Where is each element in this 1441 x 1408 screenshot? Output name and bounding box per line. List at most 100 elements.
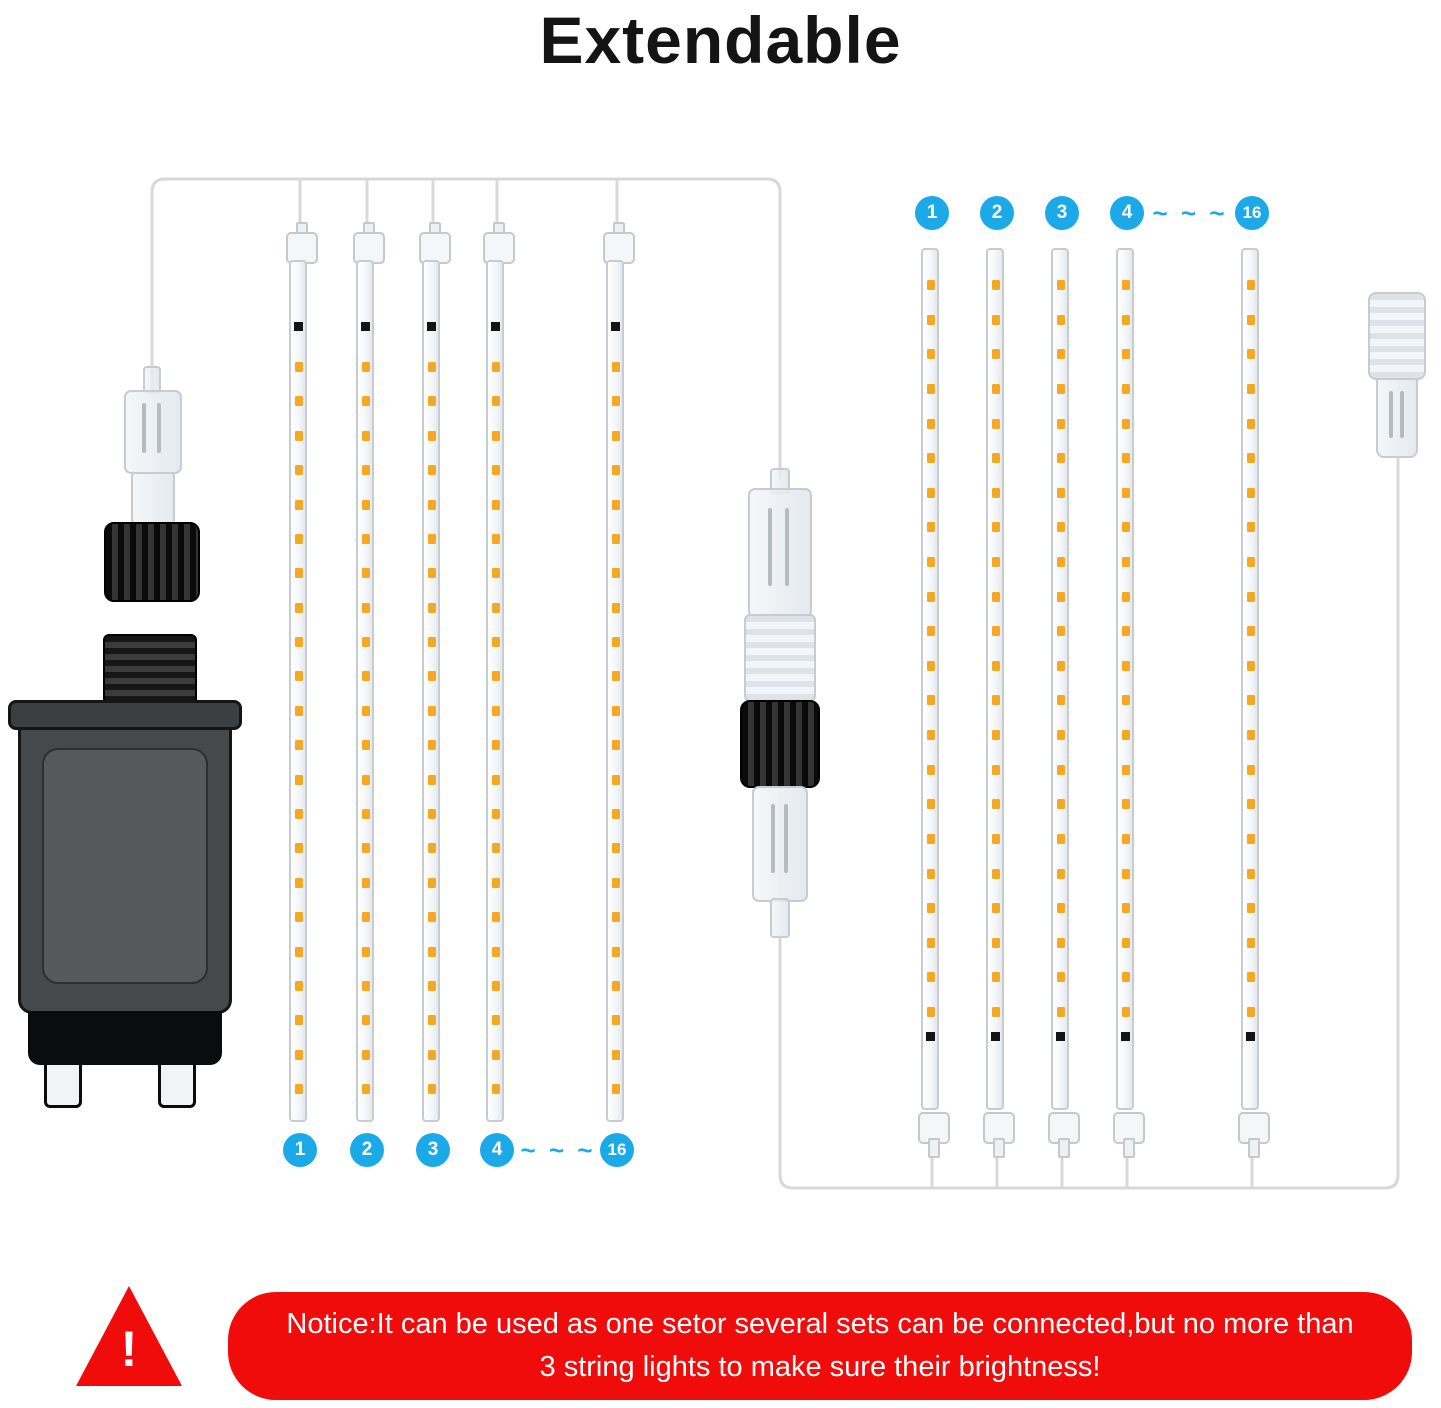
led-dot [1122, 383, 1130, 394]
warning-exclamation: ! [120, 1321, 138, 1377]
led-dot [927, 453, 935, 464]
led-dot [1122, 1007, 1130, 1017]
tube-body [486, 260, 504, 1122]
led-dot [1057, 972, 1065, 983]
led-dot [1247, 453, 1255, 464]
led-dot [612, 1084, 620, 1094]
led-dot [428, 877, 436, 888]
led-dot [428, 705, 436, 716]
led-dot [1122, 626, 1130, 637]
led-dot [428, 740, 436, 751]
led-dot [1122, 349, 1130, 360]
led-dot [1057, 487, 1065, 498]
tube-body [356, 260, 374, 1122]
led-dot [428, 499, 436, 510]
led-dot [295, 774, 303, 785]
tube-body [1116, 248, 1134, 1110]
led-dot [295, 533, 303, 544]
led-dot [927, 903, 935, 914]
right-label-tilde: ~ ~ ~ [1152, 198, 1228, 228]
led-dot [1247, 1007, 1255, 1017]
led-dot [1247, 557, 1255, 567]
tube-body [289, 260, 307, 1122]
led-dot [1122, 453, 1130, 464]
led-dot [295, 980, 303, 991]
led-dot [1247, 280, 1255, 290]
led-dot [1057, 660, 1065, 671]
led-dot [1247, 868, 1255, 879]
led-dot [1057, 868, 1065, 879]
led-dot [1122, 591, 1130, 602]
led-dot [992, 764, 1000, 775]
plug-base [28, 1011, 222, 1065]
led-dot [428, 774, 436, 785]
tube-body [422, 260, 440, 1122]
led-dot [992, 868, 1000, 879]
led-dot [612, 1015, 620, 1026]
coupler-neck-bottom [770, 898, 790, 938]
led-dot [428, 980, 436, 991]
led-dot [428, 946, 436, 957]
led-dot [1247, 418, 1255, 429]
led-dot [1122, 660, 1130, 671]
led-dot [1247, 314, 1255, 325]
led-dot [492, 671, 500, 682]
tube-body [921, 248, 939, 1110]
led-dot [927, 937, 935, 948]
right-label-4: 4 [1110, 196, 1144, 230]
led-dot [992, 972, 1000, 983]
page-title: Extendable [539, 3, 902, 77]
led-dot [492, 533, 500, 544]
led-dot [927, 383, 935, 394]
led-dot [428, 912, 436, 923]
led-dot [992, 695, 1000, 706]
tube-body [1051, 248, 1069, 1110]
left-label-tilde: ~ ~ ~ [520, 1135, 596, 1165]
plug-pin [158, 1062, 196, 1108]
led-dot [362, 1084, 370, 1094]
led-dot [612, 740, 620, 751]
led-dot [612, 465, 620, 476]
led-dot [992, 383, 1000, 394]
led-dot [927, 660, 935, 671]
led-dot [492, 912, 500, 923]
led-dot [992, 660, 1000, 671]
led-dot [927, 730, 935, 740]
led-dot [492, 774, 500, 785]
led-dot [362, 912, 370, 923]
right-label-3: 3 [1045, 196, 1079, 230]
led-dot [612, 1049, 620, 1060]
led-dot [1247, 937, 1255, 948]
led-dot [1247, 522, 1255, 533]
led-dot [362, 740, 370, 751]
led-dot [492, 946, 500, 957]
left-label-1: 1 [283, 1133, 317, 1167]
led-dot [1247, 626, 1255, 637]
led-dot [612, 946, 620, 957]
tube-mark [294, 322, 303, 331]
led-dot [295, 1084, 303, 1094]
led-dot [612, 843, 620, 854]
connector-clear-taper [131, 472, 175, 524]
led-dot [295, 912, 303, 923]
led-dot [362, 568, 370, 579]
led-dot [295, 602, 303, 613]
led-dot [428, 602, 436, 613]
led-dot [1057, 557, 1065, 567]
led-dot [1122, 903, 1130, 914]
led-dot [362, 946, 370, 957]
led-dot [362, 671, 370, 682]
led-dot [492, 843, 500, 854]
led-dot [992, 314, 1000, 325]
led-dot [992, 626, 1000, 637]
plug-threaded-socket [103, 634, 197, 704]
led-dot [612, 980, 620, 991]
right-label-1: 1 [915, 196, 949, 230]
led-dot [992, 730, 1000, 740]
left-label-3: 3 [416, 1133, 450, 1167]
led-dot [1247, 833, 1255, 844]
connector-screw-cap [104, 522, 200, 602]
led-dot [362, 602, 370, 613]
led-dot [295, 1015, 303, 1026]
tube-mark [926, 1032, 935, 1041]
